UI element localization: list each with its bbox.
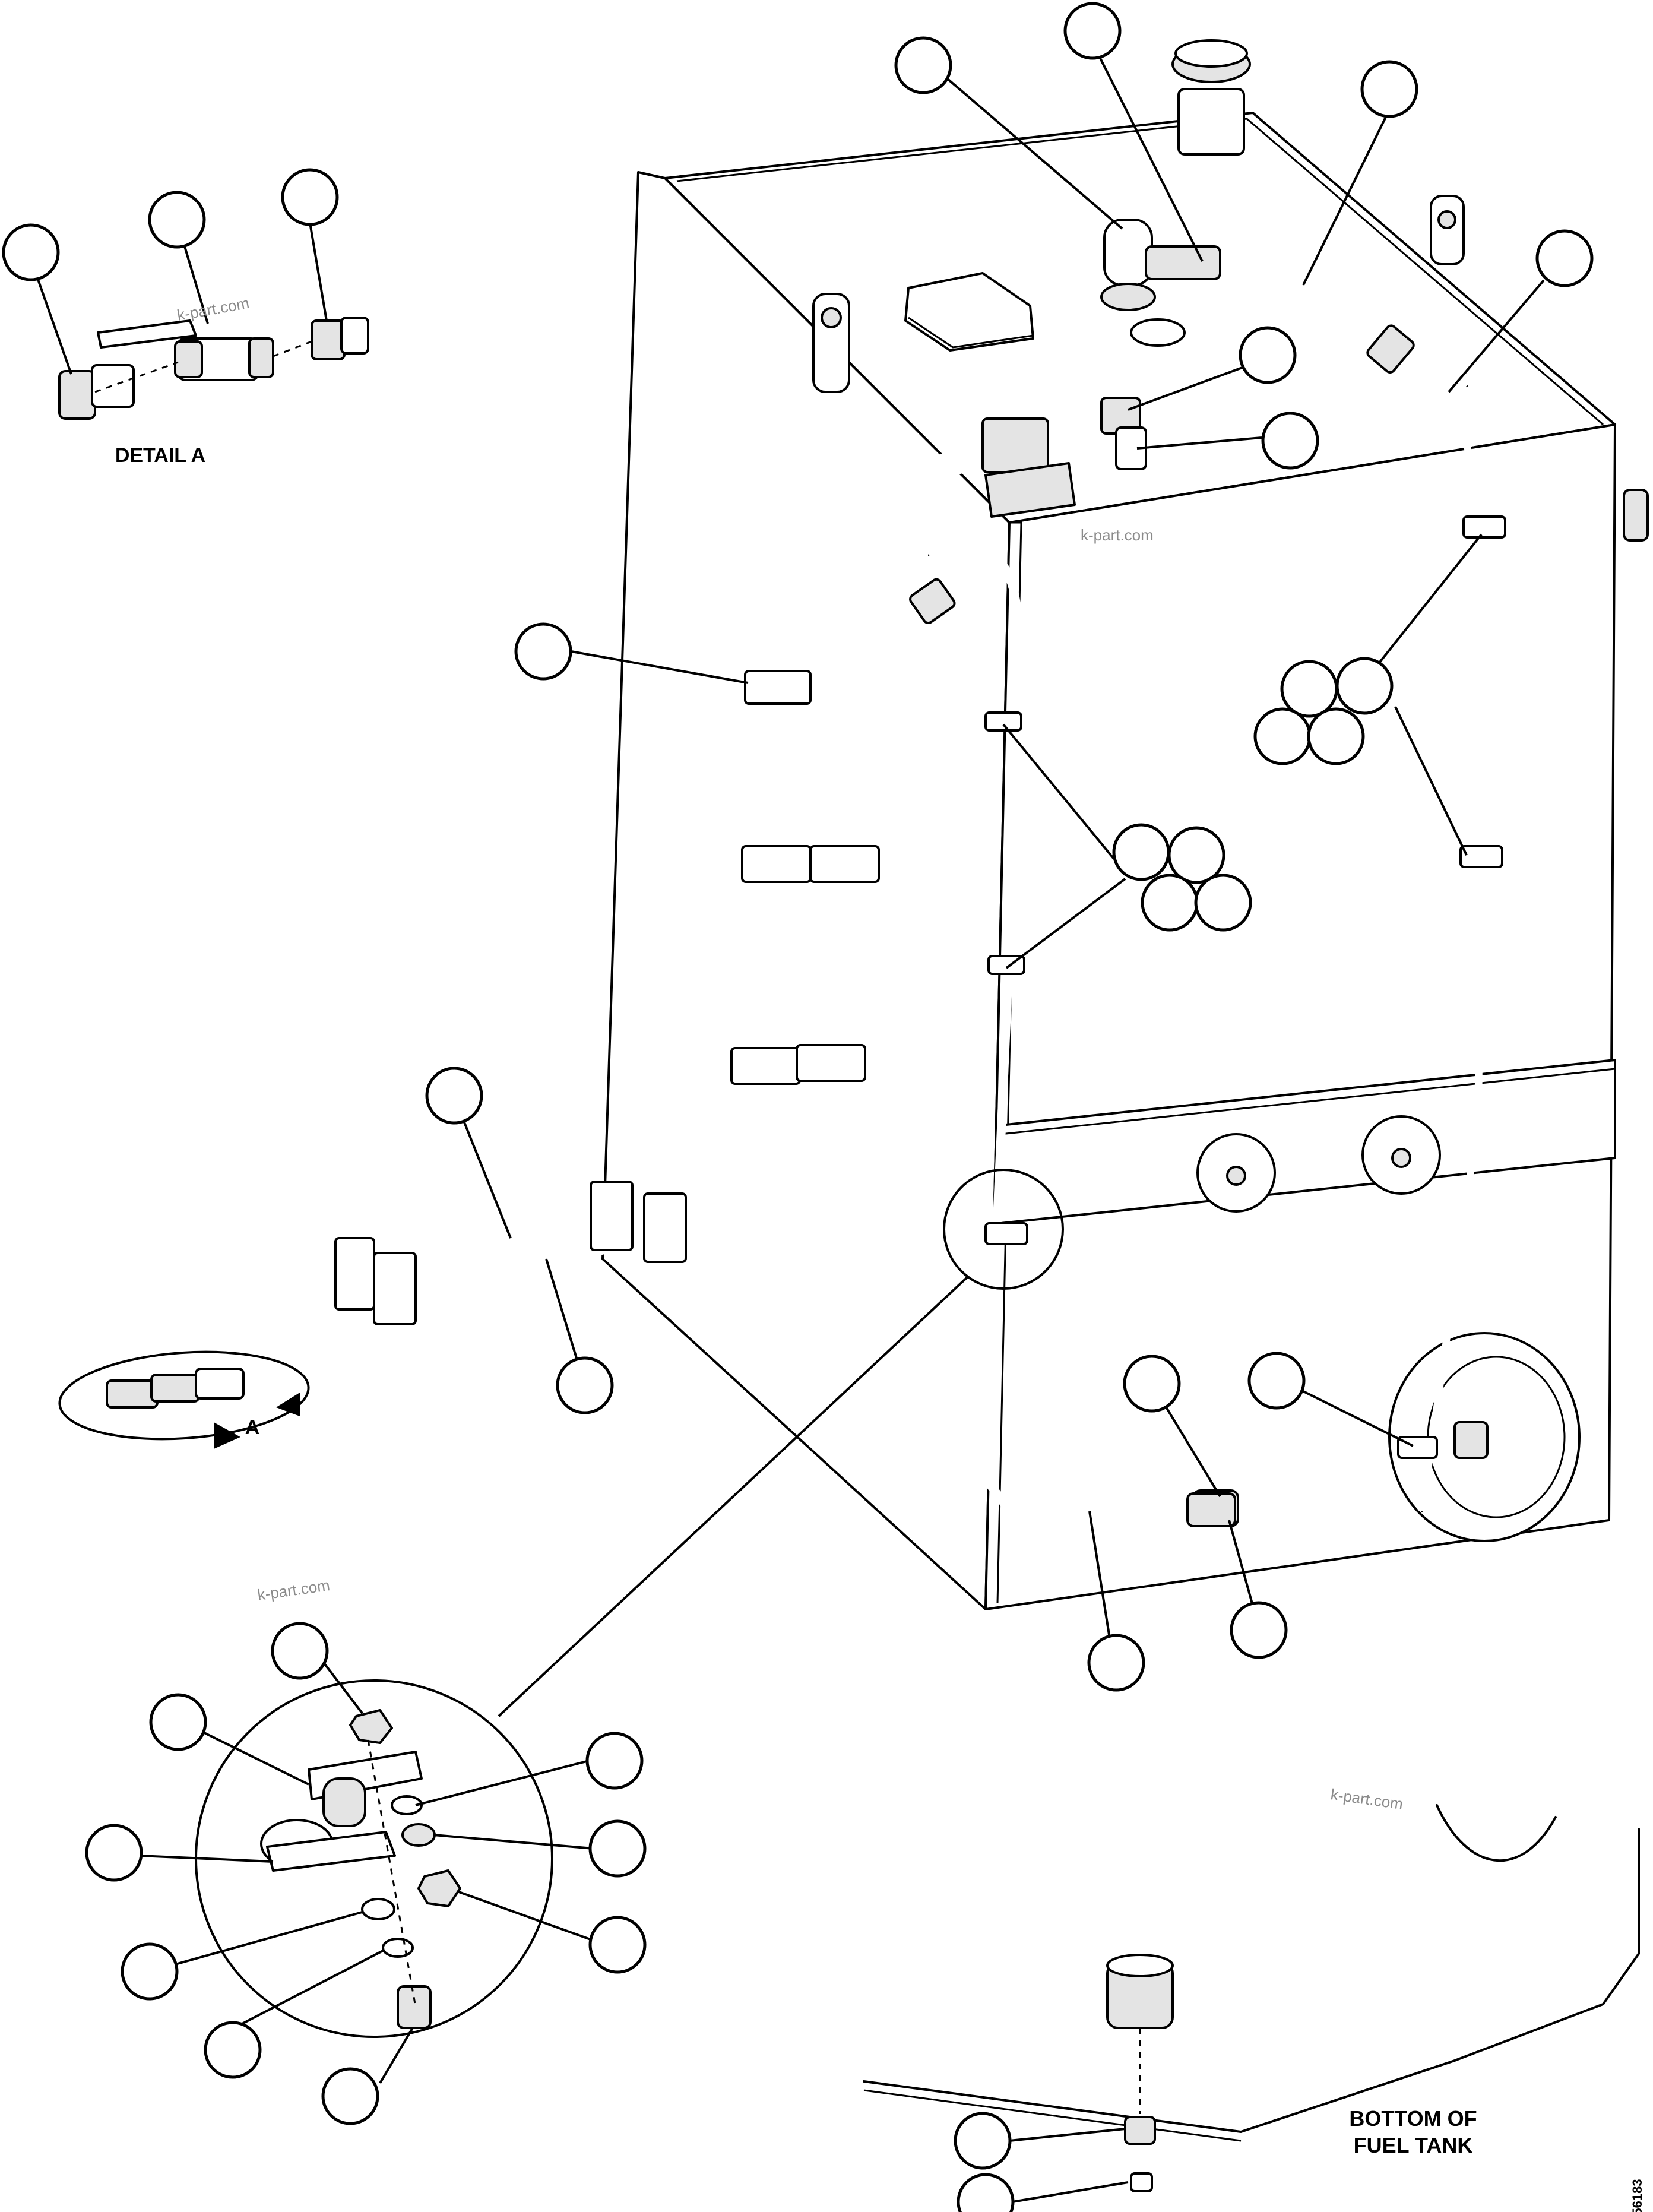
callout-bubble xyxy=(1194,874,1252,932)
callout-bubble xyxy=(588,1916,647,1974)
connectors xyxy=(106,245,1415,1527)
callout-bubble xyxy=(321,2067,379,2125)
callout-bubble xyxy=(1230,1601,1288,1659)
callout-bubble xyxy=(585,1732,644,1790)
bottom-label-line1: BOTTOM OF xyxy=(1349,2106,1477,2131)
detail-a-outline xyxy=(58,1350,310,1441)
callout-bubble xyxy=(954,2112,1012,2170)
callout-bubble xyxy=(1123,1355,1181,1413)
callout-bubble xyxy=(957,2173,1015,2212)
hose-clamps xyxy=(334,417,1506,1459)
detail-a-label: DETAIL A xyxy=(115,444,205,467)
callout-bubble xyxy=(1087,1634,1145,1692)
callout-bubble xyxy=(1247,1352,1306,1410)
callout-bubble xyxy=(1280,660,1338,718)
fuel-tank xyxy=(601,39,1649,1610)
bottom-label-line2: FUEL TANK xyxy=(1354,2133,1473,2157)
callout-bubble xyxy=(2,223,60,281)
detail-a-assembly xyxy=(2,168,369,420)
callout-bubble xyxy=(1307,707,1365,765)
callout-bubble xyxy=(1239,326,1297,384)
watermark: k-part.com xyxy=(1329,1785,1404,1813)
callout-bubble xyxy=(149,1693,207,1751)
watermark: k-part.com xyxy=(176,294,251,324)
view-label-a: A xyxy=(245,1416,260,1439)
callout-bubble xyxy=(1112,823,1170,881)
watermark: k-part.com xyxy=(1081,526,1154,544)
callout-bubble xyxy=(1261,412,1319,470)
detail-locator-circle xyxy=(943,1169,1064,1290)
callout-bubble xyxy=(1335,657,1394,715)
callout-bubble xyxy=(85,1824,143,1882)
callout-bubble xyxy=(1063,2,1122,60)
tank-bottom-view xyxy=(863,1804,1640,2192)
clamp-exploded-view xyxy=(195,1679,553,2038)
watermark: k-part.com xyxy=(256,1576,331,1604)
callout-bubble xyxy=(514,622,572,681)
callout-bubble xyxy=(281,168,339,226)
callout-bubble xyxy=(1167,826,1226,884)
callout-bubble xyxy=(588,1819,647,1878)
callout-bubble xyxy=(1253,707,1312,765)
view-arrow xyxy=(276,1393,300,1416)
callout-bubble xyxy=(894,36,952,94)
callout-bubble xyxy=(204,2021,262,2079)
callout-bubble xyxy=(121,1942,179,2001)
view-arrow xyxy=(214,1422,240,1449)
callout-bubble xyxy=(1535,229,1594,287)
callout-bubble xyxy=(271,1622,329,1680)
callout-bubble xyxy=(148,191,206,249)
callout-bubbles xyxy=(85,2,1594,2212)
callout-bubble xyxy=(425,1067,483,1125)
callout-bubble xyxy=(556,1356,614,1414)
callout-bubble xyxy=(1360,60,1418,118)
drawing-number: 56183 xyxy=(1630,2179,1645,2212)
callout-bubble xyxy=(1141,874,1199,932)
